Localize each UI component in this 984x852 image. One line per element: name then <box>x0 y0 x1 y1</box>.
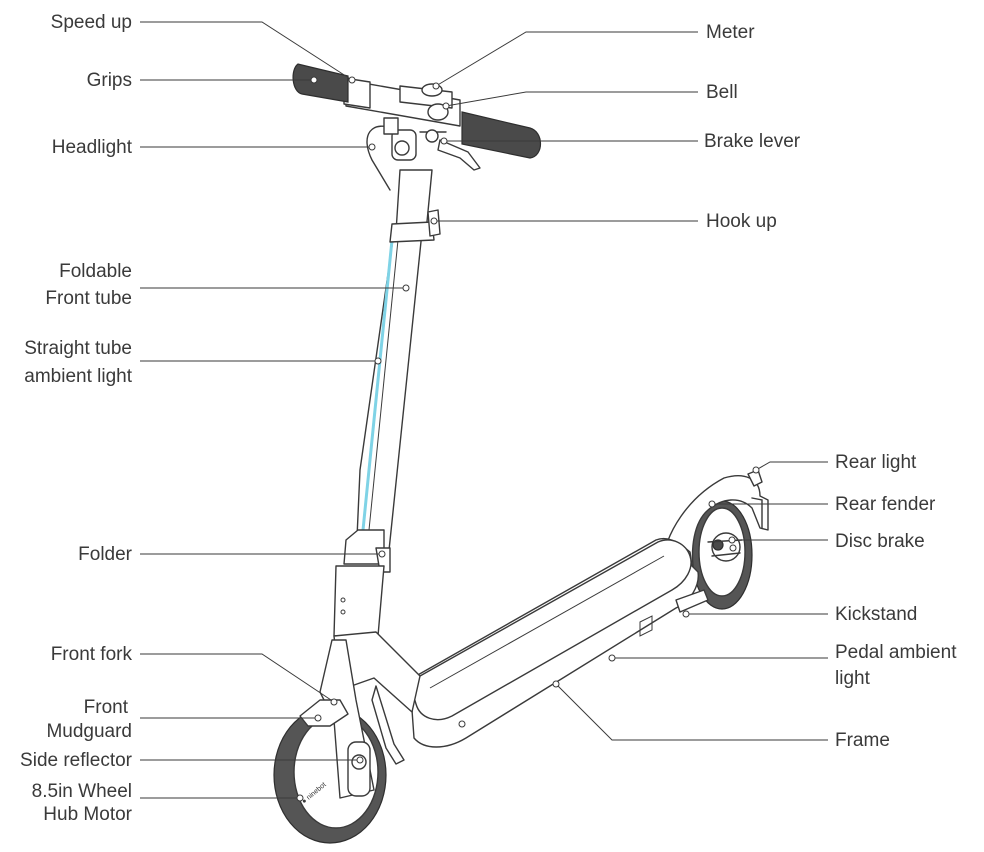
left-grip <box>292 63 349 103</box>
deck-frame <box>410 537 699 748</box>
label-pedal-ambient-light-line2: light <box>835 668 871 689</box>
label-straight-tube-light-line2: ambient light <box>24 366 132 387</box>
label-wheel-motor-line2: Hub Motor <box>43 804 132 825</box>
label-side-reflector: Side reflector <box>20 750 133 771</box>
label-rear-fender: Rear fender <box>835 494 936 515</box>
label-foldable-front-tube-line2: Front tube <box>45 288 132 309</box>
label-rear-light: Rear light <box>835 452 917 473</box>
speed-up-part <box>383 117 399 135</box>
label-speed-up: Speed up <box>51 12 132 33</box>
label-straight-tube-light-line1: Straight tube <box>24 338 132 359</box>
label-hook-up: Hook up <box>706 211 777 232</box>
side-reflector-part <box>347 741 371 797</box>
label-kickstand: Kickstand <box>835 604 917 625</box>
front-tube <box>355 169 435 561</box>
rear-fender-part <box>661 475 769 575</box>
leaders-left <box>140 21 410 802</box>
label-headlight: Headlight <box>52 137 133 158</box>
label-bell: Bell <box>706 82 738 103</box>
label-front-fork: Front fork <box>51 644 133 665</box>
bell-part <box>419 103 449 143</box>
brake-lever-part <box>437 139 481 171</box>
label-disc-brake: Disc brake <box>835 531 925 552</box>
kickstand-part <box>675 589 709 613</box>
label-front-mudguard-line1: Front <box>84 697 129 718</box>
label-meter: Meter <box>706 22 755 43</box>
label-frame: Frame <box>835 730 890 751</box>
label-brake-lever: Brake lever <box>704 131 801 152</box>
label-grips: Grips <box>87 70 132 91</box>
label-front-mudguard-line2: Mudguard <box>46 721 132 742</box>
label-folder: Folder <box>78 544 133 565</box>
labels-left: Speed up Grips Headlight Foldable Front … <box>20 12 133 825</box>
folder-part <box>333 529 391 637</box>
leaders-right <box>430 31 828 741</box>
label-pedal-ambient-light-line1: Pedal ambient <box>835 642 957 663</box>
label-wheel-motor-line1: 8.5in Wheel <box>32 781 132 802</box>
label-foldable-front-tube-line1: Foldable <box>59 261 132 282</box>
front-mudguard-part <box>299 699 349 727</box>
labels-right: Meter Bell Brake lever Hook up Rear ligh… <box>704 22 957 751</box>
right-grip <box>461 111 542 159</box>
